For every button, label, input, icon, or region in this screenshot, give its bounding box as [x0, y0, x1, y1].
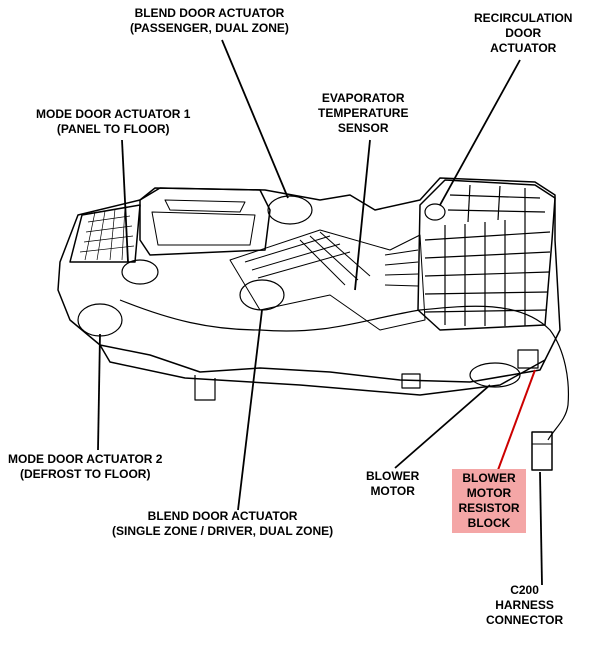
recirc-actuator — [424, 203, 446, 221]
leader-lines — [97, 39, 543, 586]
label-mode1: MODE DOOR ACTUATOR 1 (PANEL TO FLOOR) — [36, 107, 191, 136]
leader-blower — [394, 384, 491, 469]
blend-passenger-actuator — [267, 195, 313, 225]
evaporator-core — [229, 229, 426, 331]
label-recirc: RECIRCULATION DOOR ACTUATOR — [474, 11, 573, 55]
blower-housing — [469, 362, 521, 388]
label-mode2: MODE DOOR ACTUATOR 2 (DEFROST TO FLOOR) — [8, 452, 163, 481]
support-foot — [194, 375, 216, 401]
hvac-housing — [57, 177, 570, 471]
recirc-box — [417, 179, 556, 331]
housing-outline — [57, 177, 561, 383]
label-blend-single: BLEND DOOR ACTUATOR (SINGLE ZONE / DRIVE… — [112, 509, 334, 538]
c200-connector — [531, 431, 553, 471]
recirc-grid — [424, 184, 551, 326]
label-resistor-block: BLOWER MOTOR RESISTOR BLOCK — [452, 469, 526, 533]
blend-single-actuator — [239, 279, 285, 311]
label-c200: C200 HARNESS CONNECTOR — [486, 583, 564, 627]
label-evap: EVAPORATOR TEMPERATURE SENSOR — [318, 91, 409, 135]
leader-mode1 — [121, 139, 129, 263]
wiring-harness — [119, 299, 570, 441]
housing-bottom — [99, 344, 546, 396]
resistor-block — [517, 349, 539, 369]
leader-recirc — [439, 59, 521, 206]
leader-c200 — [539, 471, 543, 586]
leader-blend-passenger — [221, 39, 289, 199]
leader-mode2 — [97, 333, 101, 451]
mode2-actuator — [77, 303, 123, 337]
center-box — [139, 187, 271, 256]
left-grille-mesh — [79, 206, 135, 261]
label-blend-passenger: BLEND DOOR ACTUATOR (PASSENGER, DUAL ZON… — [130, 6, 289, 35]
leader-blend-single — [237, 309, 263, 511]
left-grille — [69, 204, 141, 263]
leader-evap — [354, 139, 371, 291]
leader-resistor — [497, 369, 536, 471]
label-blower-motor: BLOWER MOTOR — [366, 469, 420, 498]
mode1-actuator — [121, 259, 159, 285]
